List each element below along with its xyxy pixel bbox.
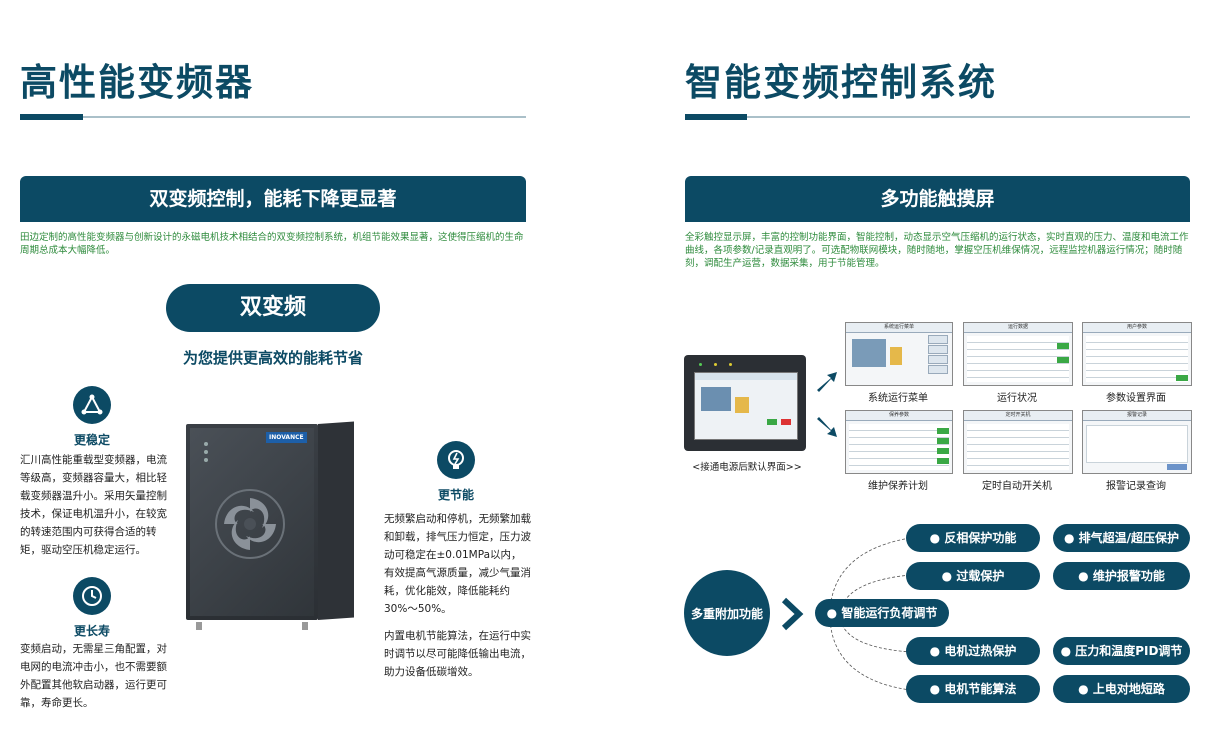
screen-header: 用户参数	[1083, 323, 1191, 333]
screen-timer: 定时开关机	[963, 410, 1073, 474]
screen-caption: 报警记录查询	[1106, 481, 1166, 492]
screen-caption: 参数设置界面	[1106, 393, 1166, 404]
function-pill: ● 压力和温度PID调节	[1053, 637, 1190, 665]
screen-caption: 系统运行菜单	[868, 393, 928, 404]
left-page-title: 高性能变频器	[20, 61, 254, 104]
device-brand-label: INOVANCE	[266, 432, 307, 443]
multi-function-circle: 多重附加功能	[684, 570, 770, 656]
screen-system-menu: 系统运行菜单	[845, 322, 953, 386]
feature-text-stable: 汇川高性能重载型变频器，电流等级高，变频器容量大，相比轻载变频器温升小。采用矢量…	[20, 454, 167, 556]
screen-header: 报警记录	[1083, 411, 1191, 421]
function-pill: ● 维护报警功能	[1053, 562, 1190, 590]
function-pill: ● 上电对地短路	[1053, 675, 1190, 703]
function-pill: ● 过载保护	[906, 562, 1040, 590]
feature-text-energy-2: 内置电机节能算法，在运行中实时调节以尽可能降低输出电流，助力设备低碳增效。	[384, 630, 531, 678]
right-title-rule	[685, 116, 1190, 118]
function-pill: ● 电机过热保护	[906, 637, 1040, 665]
screen-header: 定时开关机	[964, 411, 1072, 421]
energy-bulb-icon	[437, 441, 475, 479]
screen-alarm-log: 报警记录	[1082, 410, 1192, 474]
multi-function-title: 多重附加功能	[690, 606, 763, 621]
chevron-right-icon	[781, 597, 804, 631]
screen-run-data: 运行数据	[963, 322, 1073, 386]
function-pill: ● 电机节能算法	[906, 675, 1040, 703]
double-frequency-pill: 双变频	[166, 284, 380, 332]
right-intro: 全彩触控显示屏，丰富的控制功能界面，智能控制，动态显示空气压缩机的运行状态，实时…	[685, 232, 1189, 269]
clock-icon	[73, 577, 111, 615]
screen-caption: 定时自动开关机	[982, 481, 1052, 492]
screen-user-params: 用户参数	[1082, 322, 1192, 386]
screen-header: 运行数据	[964, 323, 1072, 333]
feature-text-longlife: 变频启动，无需星三角配置，对电网的电流冲击小，也不需要额外配置其他软启动器，运行…	[20, 643, 167, 709]
left-title-rule-accent	[20, 114, 83, 120]
right-page-title: 智能变频控制系统	[685, 61, 997, 104]
arrow-down-right-icon	[817, 417, 837, 437]
inverter-device-image: INOVANCE	[186, 421, 356, 632]
function-center-pill: ● 智能运行负荷调节	[815, 599, 949, 627]
right-title-rule-accent	[685, 114, 747, 120]
triangle-nodes-icon	[73, 386, 111, 424]
right-banner: 多功能触摸屏	[685, 176, 1190, 222]
hmi-panel-image	[684, 355, 806, 451]
left-intro: 田边定制的高性能变频器与创新设计的永磁电机技术相结合的双变频控制系统，机组节能效…	[20, 232, 524, 256]
function-pill: ● 排气超温/超压保护	[1053, 524, 1190, 552]
screen-caption: 运行状况	[997, 393, 1037, 404]
hmi-caption: <接通电源后默认界面>>	[692, 462, 802, 473]
swirl-logo-icon	[215, 489, 285, 559]
feature-title-longlife: 更长寿	[73, 624, 110, 638]
left-subhead: 为您提供更高效的能耗节省	[182, 349, 363, 367]
left-title-rule	[20, 116, 526, 118]
feature-title-stable: 更稳定	[73, 433, 110, 447]
screen-header: 系统运行菜单	[846, 323, 952, 333]
feature-text-energy: 无频繁启动和停机，无频繁加载和卸载，排气压力恒定，压力波动可稳定在±0.01MP…	[384, 513, 531, 615]
left-banner: 双变频控制，能耗下降更显著	[20, 176, 526, 222]
screen-caption: 维护保养计划	[868, 481, 928, 492]
screen-header: 保养参数	[846, 411, 952, 421]
arrow-up-right-icon	[817, 372, 837, 392]
feature-title-energy: 更节能	[437, 488, 474, 502]
screen-maintenance: 保养参数	[845, 410, 953, 474]
function-pill: ● 反相保护功能	[906, 524, 1040, 552]
